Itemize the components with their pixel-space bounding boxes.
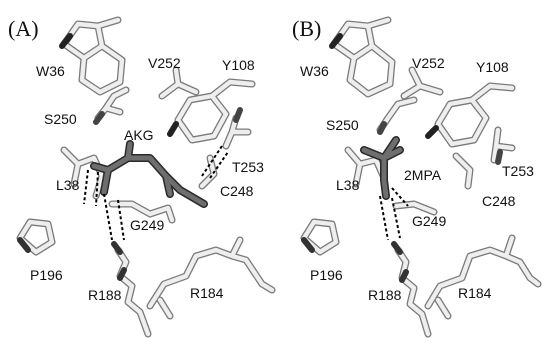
panel-b-label-r184: R184 [458,285,492,301]
panel-b-label-g249: G249 [412,213,446,229]
panel-a-label-s250: S250 [44,111,77,127]
panel-a-label-l38: L38 [56,177,80,193]
panel-a-label-p196: P196 [30,267,63,283]
panel-a-label-ligand: AKG [124,127,154,143]
panel-b-p196-residue [300,218,340,256]
panel-a-label-r184: R184 [190,285,224,301]
panel-b-ligand-2mpa [360,136,404,200]
panel-b-w36-residue [329,16,396,98]
panel-a-label-t253: T253 [232,159,264,175]
panel-b-label-l38: L38 [336,177,360,193]
panel-a-hydrogen-bonds [83,145,229,241]
panel-a-r188-residue [111,241,152,338]
panel-a-c248-residue [198,154,218,190]
panel-a-r184-residue [146,236,276,320]
panel-a-s250-residue [93,86,130,125]
panel-a-ligand-akg [90,140,208,208]
panel-a-label-c248: C248 [220,183,254,199]
panel-a-label-g249: G249 [130,217,164,233]
panel-b-r184-residue [424,234,542,320]
panel-b-tag: (B) [292,16,321,41]
panel-b-label-p196: P196 [310,267,343,283]
panel-a-label-w36: W36 [36,63,65,79]
panel-a-tag: (A) [8,16,39,41]
panel-b-label-s250: S250 [326,117,359,133]
panel-b: (B) [292,16,542,338]
panel-a-t253-residue [222,107,252,150]
panel-b-hydrogen-bonds [379,187,409,241]
panel-a-p196-residue [16,218,56,256]
panel-b-r188-residue [391,241,432,338]
panel-b-label-ligand: 2MPA [404,167,442,183]
panel-b-label-w36: W36 [300,63,329,79]
panel-b-label-c248: C248 [482,193,516,209]
panel-a-label-v252: V252 [148,55,181,71]
panel-b-g249-residue [392,200,438,216]
panel-a-g249-residue [108,200,176,224]
panel-b-s250-residue [376,96,418,135]
panel-b-label-y108: Y108 [476,59,509,75]
panel-b-label-r188: R188 [368,287,402,303]
panel-a-y108-residue [167,78,256,144]
panel-b-y108-residue [425,82,516,148]
panel-a-v252-residue [158,66,200,100]
panel-b-c248-residue [452,152,474,190]
panel-a-w36-residue [59,16,126,96]
panel-b-t253-residue [490,126,516,165]
panel-b-label-v252: V252 [412,55,445,71]
panel-a-label-r188: R188 [88,287,122,303]
panel-a: (A) [8,16,276,338]
panel-a-label-y108: Y108 [222,57,255,73]
panel-b-v252-residue [400,66,444,100]
panel-b-label-t253: T253 [502,163,534,179]
